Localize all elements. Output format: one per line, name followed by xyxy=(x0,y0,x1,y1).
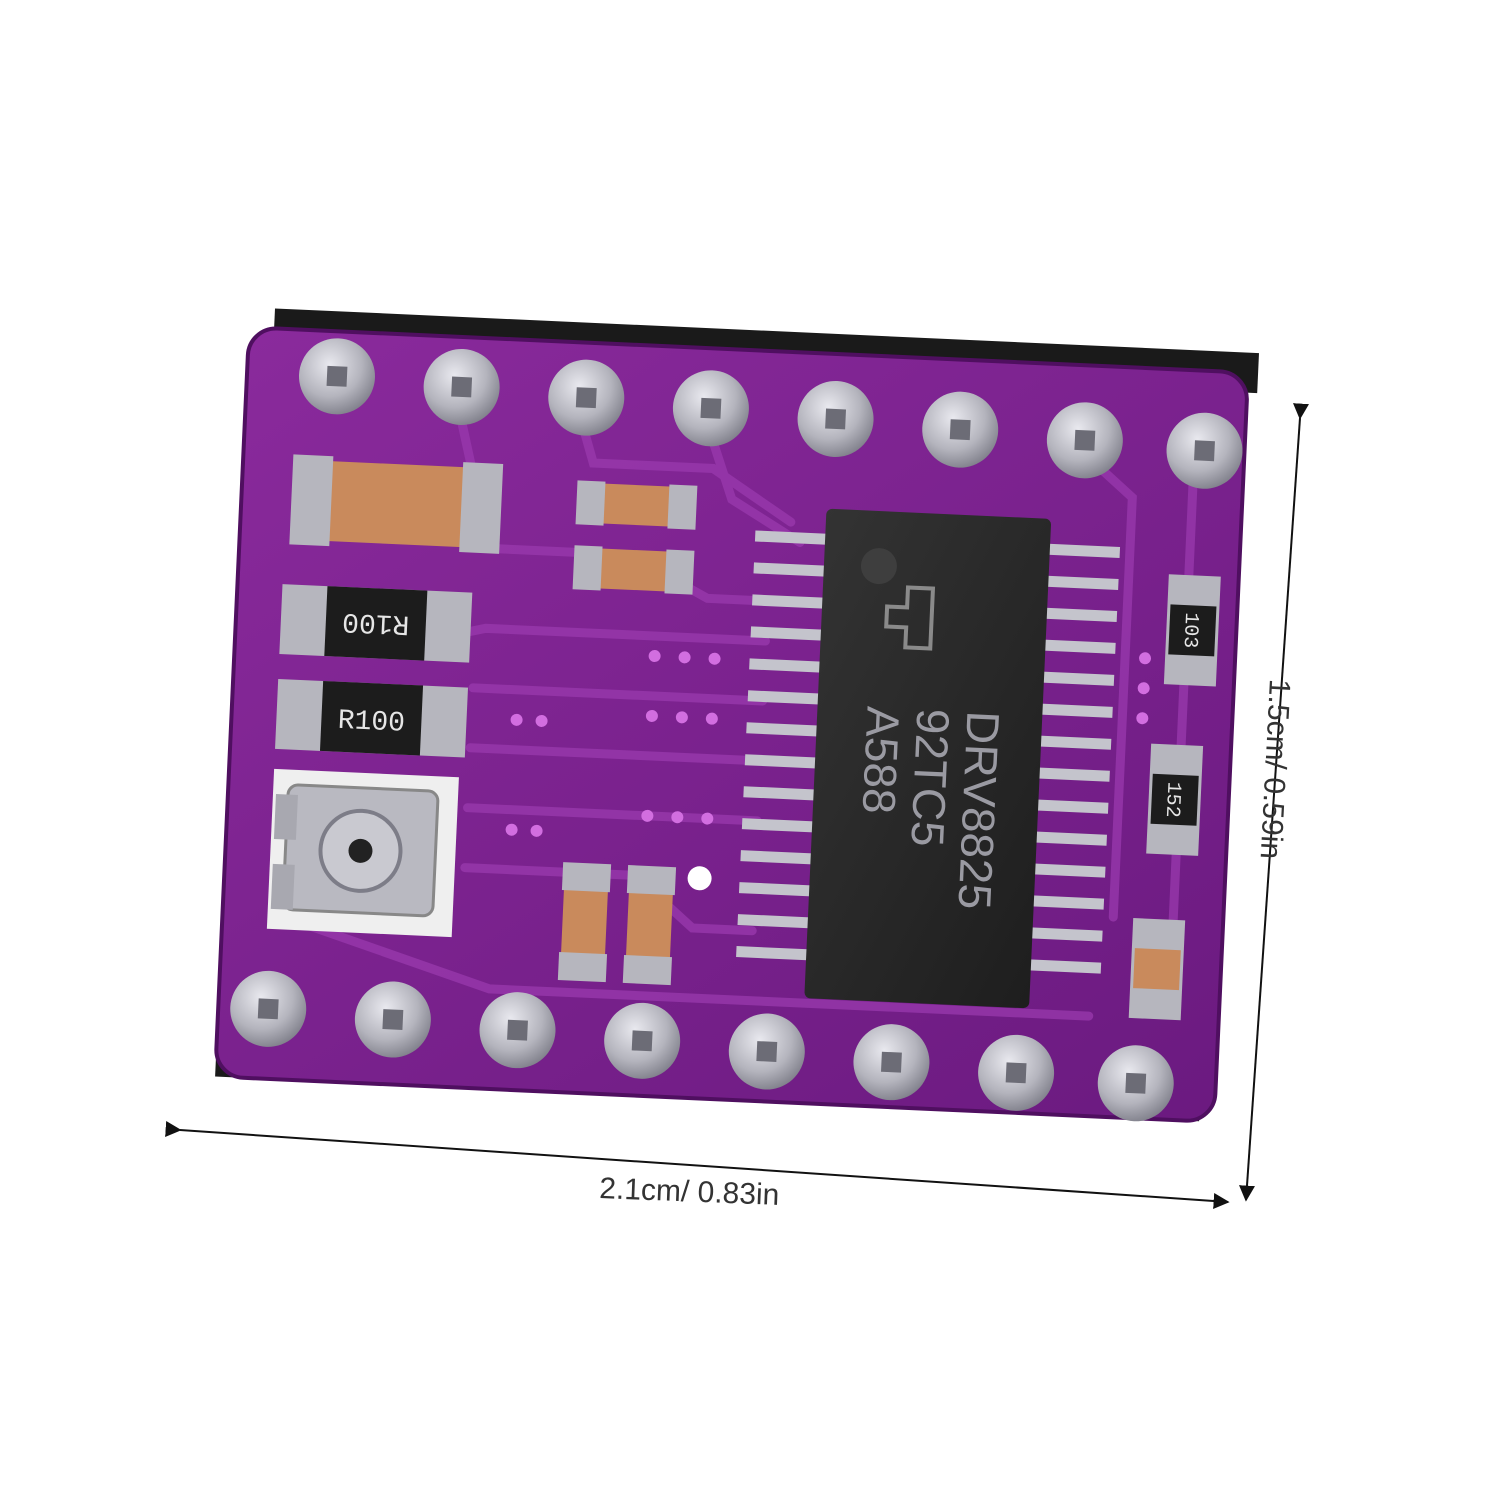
width-dimension-label: 2.1cm/ 0.83in xyxy=(598,1172,780,1212)
pin xyxy=(978,1034,1055,1111)
large-capacitor xyxy=(289,454,504,554)
smd-resistor-152: 152 xyxy=(1146,743,1204,856)
chip-left-leads xyxy=(736,530,836,961)
pin xyxy=(230,970,307,1047)
pin xyxy=(548,359,625,436)
chip-pin1-mark xyxy=(860,548,897,585)
pin xyxy=(604,1002,681,1079)
resistor-label: R100 xyxy=(342,605,411,639)
pin xyxy=(922,391,999,468)
chip-right-leads xyxy=(1020,543,1121,974)
pin xyxy=(423,348,500,425)
smd-label: 103 xyxy=(1178,612,1203,649)
stepper-driver-board: R100 R100 xyxy=(214,308,1259,1123)
small-capacitor xyxy=(575,480,698,530)
resistor-label: R100 xyxy=(337,706,406,740)
pin xyxy=(853,1024,930,1101)
pin xyxy=(354,981,431,1058)
pin xyxy=(797,380,874,457)
chip-body xyxy=(804,508,1051,1009)
width-dimension-arrow xyxy=(165,1121,1230,1209)
sense-resistor-2: R100 xyxy=(275,678,469,758)
capacitor-vertical xyxy=(557,862,612,983)
mounting-dot xyxy=(687,866,712,891)
sense-resistor-1: R100 xyxy=(279,584,473,663)
smd-resistor-103: 103 xyxy=(1163,574,1221,687)
pin xyxy=(1166,412,1243,489)
pin xyxy=(479,992,556,1069)
small-capacitor xyxy=(572,545,695,595)
chip-line-2: 92TC5 xyxy=(901,708,959,848)
capacitor-vertical xyxy=(622,865,677,986)
smd-capacitor-right xyxy=(1128,918,1186,1021)
top-pin-row xyxy=(298,338,1243,489)
bottom-pin-row xyxy=(230,970,1174,1122)
vias xyxy=(505,650,1152,837)
pin xyxy=(298,338,375,415)
pin xyxy=(1046,402,1123,479)
chip-line-3: A588 xyxy=(853,705,910,815)
pin xyxy=(728,1013,805,1090)
driver-chip: DRV8825 92TC5 A588 xyxy=(736,508,1121,1009)
chip-marking: DRV8825 92TC5 A588 xyxy=(853,705,1010,911)
pin xyxy=(1097,1045,1174,1122)
ti-logo-icon xyxy=(884,585,936,651)
potentiometer xyxy=(266,768,459,938)
chip-line-1: DRV8825 xyxy=(948,710,1009,911)
pin xyxy=(672,370,749,447)
height-dimension-arrow xyxy=(1239,403,1309,1202)
smd-label: 152 xyxy=(1160,781,1185,818)
